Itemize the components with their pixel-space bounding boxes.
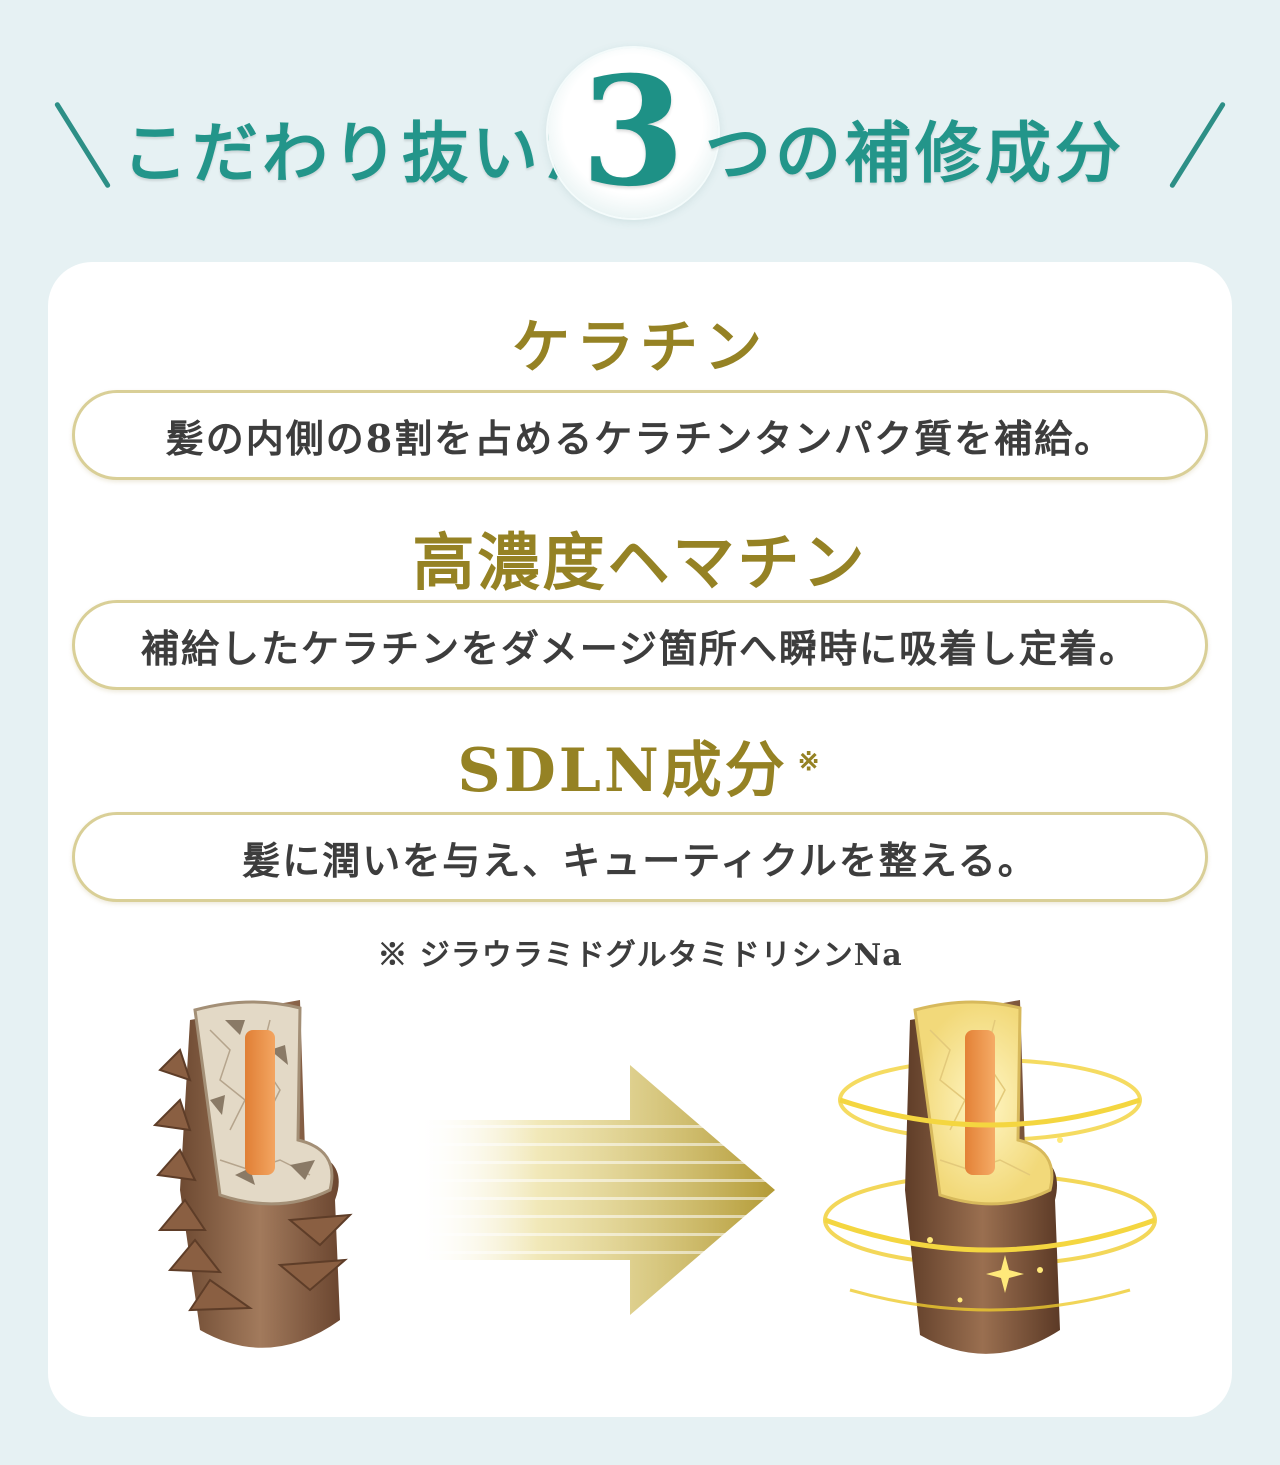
ingredient-name-hematin: 高濃度ヘマチン (412, 526, 868, 599)
damaged-hair-icon (152, 1000, 353, 1348)
headline-text-after: つの補修成分 (705, 114, 1125, 192)
ingredient-heading-sdln: SDLN成分 ※ (0, 722, 1280, 809)
dotted-arrow-icon (410, 1065, 790, 1315)
number-badge (548, 48, 718, 218)
description-text: 補給したケラチンをダメージ箇所へ瞬時に吸着し定着。 (140, 625, 1140, 671)
ingredient-description-keratin: 髪の内側の8割を占めるケラチンタンパク質を補給。 (72, 390, 1208, 480)
headline-number: 3 (580, 44, 686, 220)
description-text: 髪の内側の8割を占めるケラチンタンパク質を補給。 (165, 415, 1115, 461)
headline-text-before: こだわり抜いた (122, 114, 612, 192)
footnote-mark: ※ (797, 747, 823, 777)
repaired-hair-icon (823, 1000, 1157, 1354)
description-text: 髪に潤いを与え、キューティクルを整える。 (242, 837, 1038, 883)
footnote: ※ ジラウラミドグルタミドリシンNa (377, 938, 903, 973)
ingredient-name-keratin: ケラチン (511, 313, 768, 381)
ingredient-description-hematin: 補給したケラチンをダメージ箇所へ瞬時に吸着し定着。 (72, 600, 1208, 690)
ingredient-description-sdln: 髪に潤いを与え、キューティクルを整える。 (72, 812, 1208, 902)
ingredient-name-sdln: SDLN成分 (457, 736, 788, 806)
